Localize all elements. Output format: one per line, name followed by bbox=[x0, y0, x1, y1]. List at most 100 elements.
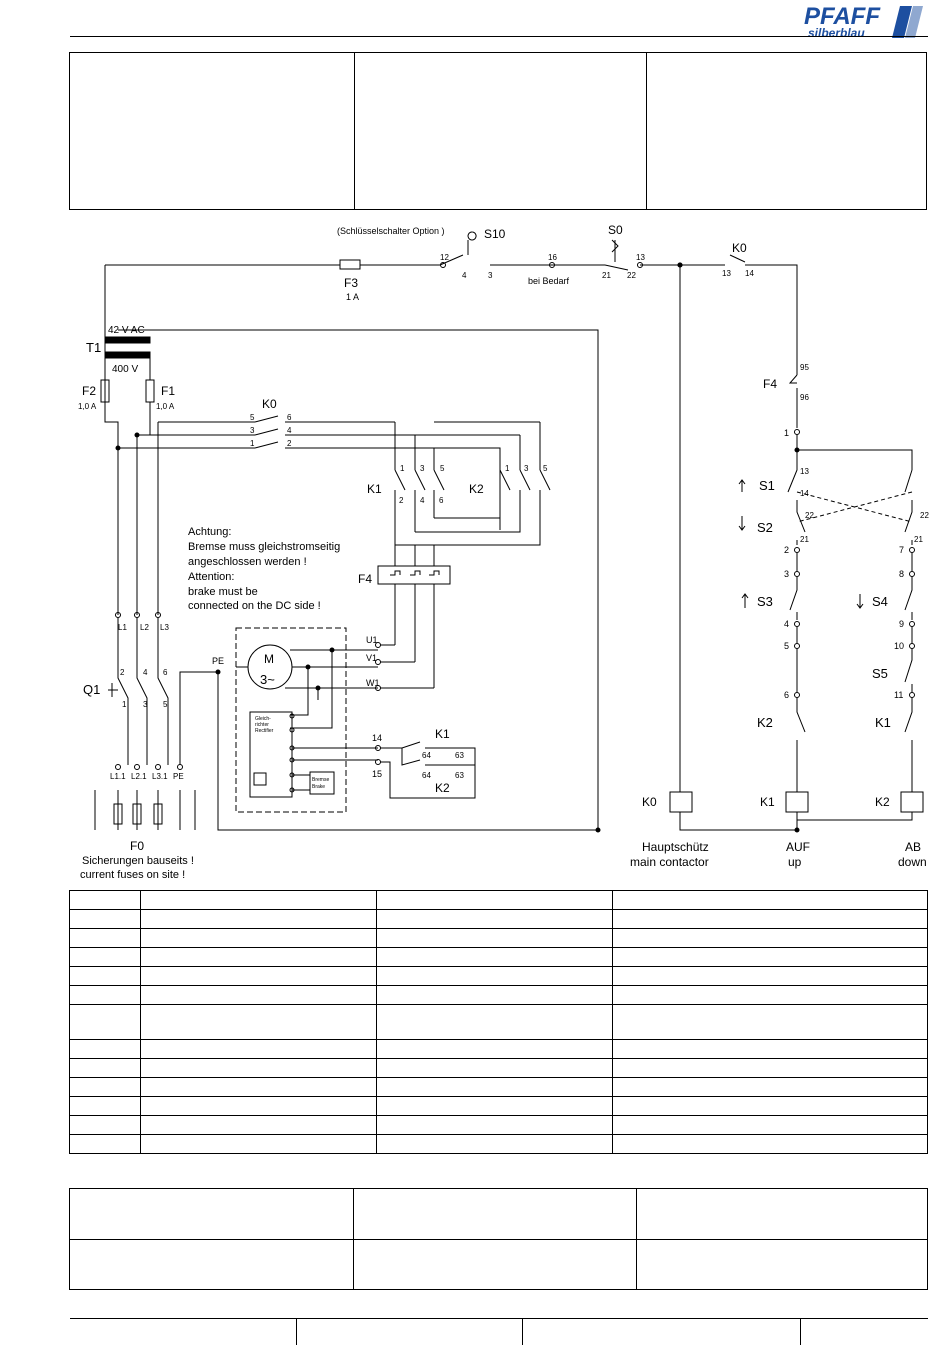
key-switch-note: (Schlüsselschalter Option ) bbox=[337, 226, 445, 236]
label-k0: K0 bbox=[732, 241, 747, 255]
svg-text:5: 5 bbox=[250, 413, 255, 422]
table-row bbox=[69, 1096, 928, 1116]
svg-text:22: 22 bbox=[920, 511, 929, 520]
motor-m: M bbox=[264, 652, 274, 666]
motor-3: 3~ bbox=[260, 672, 275, 687]
label-f3-rating: 1 A bbox=[346, 292, 359, 302]
svg-text:Bremse: Bremse bbox=[312, 777, 329, 783]
label-k1-ctrl: K1 bbox=[875, 715, 891, 730]
svg-text:Attention:: Attention: bbox=[188, 571, 234, 583]
svg-text:10: 10 bbox=[894, 641, 904, 651]
table-row bbox=[69, 985, 928, 1005]
brand-sub: silberblau bbox=[808, 26, 865, 40]
label-k2-brake: K2 bbox=[435, 781, 450, 795]
f3-fuse bbox=[339, 259, 361, 270]
label-f2-rating: 1,0 A bbox=[78, 402, 97, 411]
label-k1-coil-en: up bbox=[788, 855, 802, 869]
svg-text:13: 13 bbox=[800, 467, 809, 476]
svg-text:7: 7 bbox=[899, 545, 904, 555]
label-k2-coil-de: AB bbox=[905, 840, 921, 854]
svg-text:16: 16 bbox=[548, 253, 557, 262]
label-k2-ctrl: K2 bbox=[757, 715, 773, 730]
svg-text:Gleich-: Gleich- bbox=[255, 716, 271, 722]
label-f1-rating: 1,0 A bbox=[156, 402, 175, 411]
svg-text:14: 14 bbox=[745, 269, 754, 278]
svg-text:richter: richter bbox=[255, 722, 269, 728]
label-pe-bottom: PE bbox=[173, 772, 184, 781]
svg-text:9: 9 bbox=[899, 619, 904, 629]
label-k0-coil: K0 bbox=[642, 795, 657, 809]
footer-divider bbox=[800, 1319, 801, 1345]
label-64: 64 bbox=[422, 751, 431, 760]
label-l3: L3 bbox=[160, 623, 169, 632]
label-if-needed: bei Bedarf bbox=[528, 276, 570, 286]
motor-box bbox=[235, 627, 347, 813]
svg-text:14: 14 bbox=[800, 489, 809, 498]
label-l11: L1.1 bbox=[110, 772, 126, 781]
circuit-diagram: (Schlüsselschalter Option ) S10 S0 K0 F3… bbox=[78, 223, 929, 881]
label-k1-coil-de: AUF bbox=[786, 840, 810, 854]
svg-text:21: 21 bbox=[914, 535, 923, 544]
label-k2-coil-en: down bbox=[898, 855, 927, 869]
svg-text:3: 3 bbox=[420, 464, 425, 473]
label-14: 14 bbox=[372, 733, 382, 743]
svg-text:13: 13 bbox=[722, 269, 731, 278]
svg-text:8: 8 bbox=[899, 569, 904, 579]
label-63b: 63 bbox=[455, 771, 464, 780]
k1-coil bbox=[785, 791, 809, 813]
svg-text:4: 4 bbox=[784, 619, 789, 629]
label-t1-secondary: 42 V AC bbox=[108, 325, 145, 336]
label-k1-brake: K1 bbox=[435, 727, 450, 741]
parts-list-table bbox=[69, 890, 928, 1154]
table-row bbox=[69, 1134, 928, 1154]
label-q1: Q1 bbox=[83, 682, 100, 697]
svg-text:21: 21 bbox=[800, 535, 809, 544]
footer-divider bbox=[296, 1319, 297, 1345]
title-block bbox=[69, 52, 927, 210]
svg-text:2: 2 bbox=[784, 545, 789, 555]
svg-text:4: 4 bbox=[462, 271, 467, 280]
label-k0-coil-en: main contactor bbox=[630, 855, 709, 869]
svg-text:96: 96 bbox=[800, 393, 809, 402]
table-row bbox=[69, 947, 928, 967]
label-t1: T1 bbox=[86, 340, 101, 355]
svg-text:3: 3 bbox=[524, 464, 529, 473]
signature-block bbox=[69, 1188, 928, 1290]
k2-coil bbox=[900, 791, 924, 813]
table-row bbox=[69, 890, 928, 910]
table-row bbox=[69, 1058, 928, 1078]
label-f0: F0 bbox=[130, 839, 144, 853]
svg-text:11: 11 bbox=[894, 690, 903, 700]
svg-text:Rectifier: Rectifier bbox=[255, 728, 274, 734]
table-row bbox=[69, 1115, 928, 1135]
label-l1: L1 bbox=[118, 623, 127, 632]
table-row bbox=[69, 1077, 928, 1097]
label-s5: S5 bbox=[872, 666, 888, 681]
table-row bbox=[69, 1039, 928, 1059]
label-w1: W1 bbox=[366, 678, 380, 688]
label-s10: S10 bbox=[484, 227, 506, 241]
svg-text:angeschlossen werden !: angeschlossen werden ! bbox=[188, 556, 307, 568]
fuse-note-en: current fuses on site ! bbox=[80, 869, 185, 881]
transformer-primary bbox=[104, 351, 151, 359]
k0-coil bbox=[669, 791, 693, 813]
label-v1: V1 bbox=[366, 653, 377, 663]
svg-text:6: 6 bbox=[163, 668, 168, 677]
svg-text:connected on the DC side !: connected on the DC side ! bbox=[188, 600, 321, 612]
svg-text:3: 3 bbox=[143, 700, 148, 709]
label-f4-ctrl: F4 bbox=[763, 377, 777, 391]
svg-text:4: 4 bbox=[420, 496, 425, 505]
svg-text:21: 21 bbox=[602, 271, 611, 280]
svg-text:1: 1 bbox=[250, 439, 255, 448]
svg-text:4: 4 bbox=[143, 668, 148, 677]
label-63: 63 bbox=[455, 751, 464, 760]
fuse-note-de: Sicherungen bauseits ! bbox=[82, 855, 194, 867]
svg-text:brake must be: brake must be bbox=[188, 586, 258, 598]
pfaff-logo: PFAFF silberblau bbox=[804, 3, 923, 40]
label-k0-coil-de: Hauptschütz bbox=[642, 840, 709, 854]
label-k2-coil: K2 bbox=[875, 795, 890, 809]
label-s3: S3 bbox=[757, 594, 773, 609]
label-f3: F3 bbox=[344, 276, 358, 290]
title-divider bbox=[646, 53, 647, 209]
label-l2: L2 bbox=[140, 623, 149, 632]
